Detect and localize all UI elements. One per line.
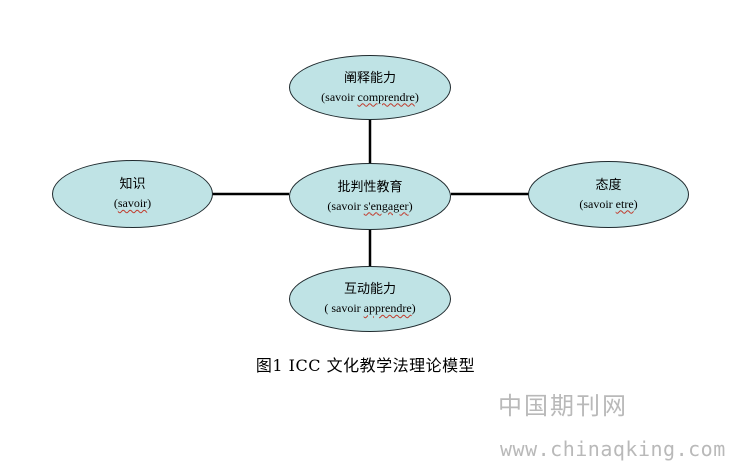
node-left-zh: 知识 <box>119 177 146 192</box>
node-right: 态度 (savoir etre) <box>528 161 689 228</box>
node-center: 批判性教育 (savoir s'engager) <box>289 163 451 230</box>
watermark-site-name: 中国期刊网 <box>498 392 628 420</box>
node-center-zh: 批判性教育 <box>337 179 403 195</box>
node-bottom-fr: ( savoir apprendre) <box>324 301 416 315</box>
node-top-zh: 阐释能力 <box>343 70 396 86</box>
node-bottom: 互动能力 ( savoir apprendre) <box>289 266 451 332</box>
node-left-fr: (savoir) <box>113 196 152 210</box>
watermark-url: www.chinaqking.com <box>500 437 726 461</box>
node-bottom-zh: 互动能力 <box>343 282 396 297</box>
node-top-fr: (savoir comprendre) <box>321 89 419 104</box>
node-left: 知识 (savoir) <box>52 160 213 228</box>
node-right-fr: (savoir etre) <box>579 196 638 211</box>
node-center-fr: (savoir s'engager) <box>327 198 413 213</box>
node-right-zh: 态度 <box>595 177 622 193</box>
figure-caption: 图1 ICC 文化教学法理论模型 <box>255 356 476 375</box>
node-top: 阐释能力 (savoir comprendre) <box>289 55 451 120</box>
